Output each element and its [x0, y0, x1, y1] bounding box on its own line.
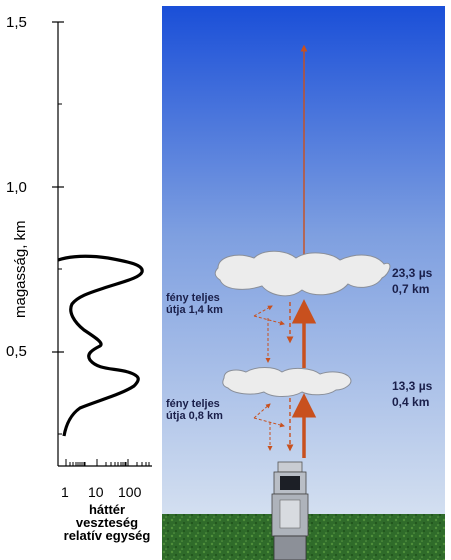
x-axis-label: háttér veszteség relatív egység — [50, 503, 164, 542]
pointer-arrow — [253, 305, 273, 317]
x-tick-10: 10 — [88, 484, 104, 500]
pointer-arrow — [253, 315, 285, 326]
scene-graphic — [162, 6, 445, 560]
x-tick-1: 1 — [61, 484, 69, 500]
y-tick-0-5: 0,5 — [6, 343, 27, 360]
lower-path-label-line: útja 0,8 km — [166, 410, 223, 422]
lidar-instrument — [271, 461, 309, 560]
x-label-line: veszteség — [75, 515, 139, 530]
upper-path-label-line: útja 1,4 km — [166, 304, 223, 316]
upper-distance: 0,7 km — [392, 282, 430, 296]
x-label-line: háttér — [88, 502, 126, 517]
lower-distance: 0,4 km — [392, 395, 430, 409]
profile-axes — [52, 21, 152, 467]
lower-time: 13,3 µs — [392, 379, 433, 393]
upper-measurement: 23,3 µs 0,7 km — [392, 265, 432, 297]
lidar-scene: fény teljes útja 1,4 km fény teljes útja… — [162, 6, 445, 560]
y-tick-1-0: 1,0 — [6, 179, 27, 196]
lower-path-label: fény teljes útja 0,8 km — [166, 398, 223, 422]
pointer-arrow — [253, 417, 285, 428]
x-label-line: relatív egység — [63, 528, 151, 543]
lower-path-label-line: fény teljes — [166, 398, 220, 410]
pointer-arrow — [253, 403, 271, 419]
y-tick-1-5: 1,5 — [6, 14, 27, 31]
upper-path-label: fény teljes útja 1,4 km — [166, 292, 223, 316]
backscatter-profile-curve — [57, 254, 144, 437]
upper-time: 23,3 µs — [392, 266, 433, 280]
lower-measurement: 13,3 µs 0,4 km — [392, 378, 432, 410]
upper-cloud — [214, 250, 391, 297]
lower-cloud — [222, 367, 352, 397]
x-tick-100: 100 — [118, 484, 142, 500]
upper-path-label-line: fény teljes — [166, 292, 220, 304]
x-log-ticks — [65, 459, 150, 466]
